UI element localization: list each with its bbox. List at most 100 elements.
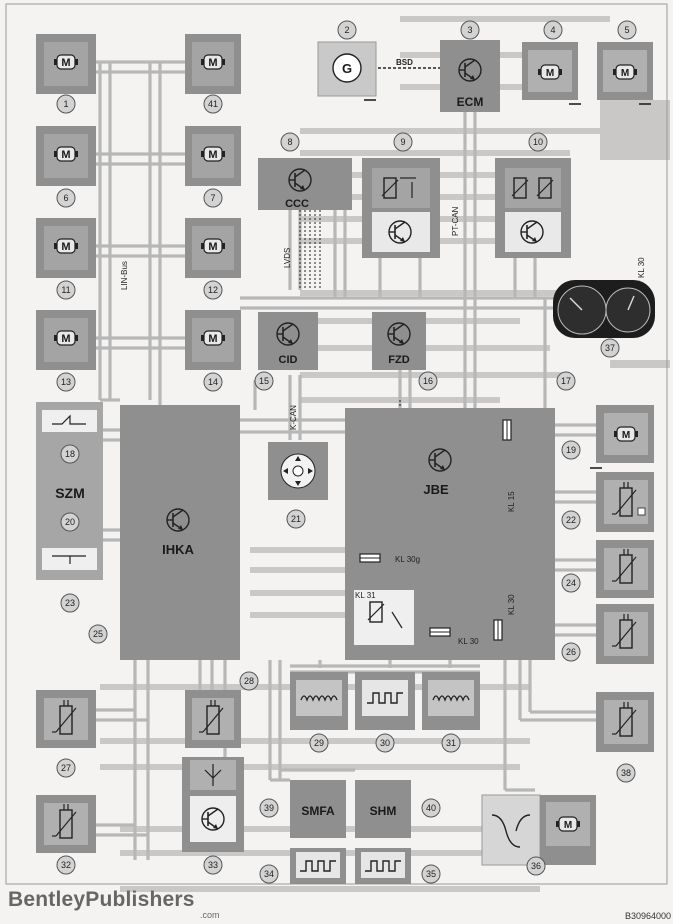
motor-36-symbol: M <box>564 820 572 831</box>
component-36: M <box>481 794 596 866</box>
callout-15: 15 <box>259 376 269 386</box>
publisher-logo: BentleyPublishers <box>8 888 195 911</box>
motor-5: M <box>597 42 653 105</box>
sensor-27 <box>36 690 96 748</box>
wiring-harness <box>96 60 596 860</box>
kl30g-label: KL 30g <box>395 555 420 564</box>
callout-26: 26 <box>566 647 576 657</box>
kl30-fuse-label: KL 30 <box>507 594 516 615</box>
ihka-module: IHKA <box>120 405 240 660</box>
publisher-logo-suffix: .com <box>200 910 220 920</box>
sensor-32 <box>36 795 96 853</box>
callout-7: 7 <box>210 193 215 203</box>
callout-labels: 1 2 3 4 5 6 7 8 9 10 11 12 13 14 15 16 1… <box>61 25 631 879</box>
ihka-label: IHKA <box>162 542 194 557</box>
callout-22: 22 <box>566 515 576 525</box>
sensor-22 <box>596 472 654 532</box>
motor-14-symbol: M <box>208 333 217 345</box>
component-31 <box>422 672 480 730</box>
generator-symbol: G <box>342 61 352 76</box>
sensor-24 <box>596 540 654 598</box>
motor-19-symbol: M <box>622 430 630 441</box>
ecm-module: ECM <box>440 40 500 112</box>
cluster-kl30-label: KL 30 <box>637 257 646 278</box>
fzd-module: FZD <box>372 312 426 370</box>
motor-12-symbol: M <box>208 241 217 253</box>
cid-module: CID <box>258 312 318 370</box>
callout-21: 21 <box>291 514 301 524</box>
instrument-cluster <box>553 280 655 338</box>
callout-39: 39 <box>264 803 274 813</box>
callout-12: 12 <box>208 285 218 295</box>
motor-13-symbol: M <box>61 333 70 345</box>
callout-40: 40 <box>426 803 436 813</box>
callout-33: 33 <box>208 860 218 870</box>
ccc-module: CCC <box>258 158 352 210</box>
callout-27: 27 <box>61 763 71 773</box>
motor-11: M <box>36 218 96 278</box>
motor-1-symbol: M <box>61 57 70 69</box>
callout-20: 20 <box>65 517 75 527</box>
callout-37: 37 <box>605 343 615 353</box>
callout-23: 23 <box>65 598 75 608</box>
callout-5: 5 <box>624 25 629 35</box>
generator-2: G <box>317 41 377 101</box>
motor-12: M <box>185 218 241 278</box>
callout-17: 17 <box>561 376 571 386</box>
k-can-label: K-CAN <box>289 405 298 430</box>
motor-11-symbol: M <box>61 241 70 253</box>
kl31-label: KL 31 <box>355 591 376 600</box>
callout-11: 11 <box>61 285 70 295</box>
motor-14: M <box>185 310 241 370</box>
callout-28: 28 <box>244 676 254 686</box>
callout-25: 25 <box>93 629 103 639</box>
motor-1: M <box>36 34 96 94</box>
smfa-module: SMFA <box>290 780 346 838</box>
callout-numbers <box>56 20 637 884</box>
callout-1: 1 <box>63 99 68 109</box>
callout-8: 8 <box>287 137 292 147</box>
motor-5-symbol: M <box>621 68 629 79</box>
component-34 <box>290 848 346 884</box>
motor-4: M <box>522 42 582 105</box>
module-9 <box>362 158 440 258</box>
motor-19: M <box>589 405 654 469</box>
callout-35: 35 <box>426 869 436 879</box>
callout-30: 30 <box>380 738 390 748</box>
motor-6: M <box>36 126 96 186</box>
callout-2: 2 <box>344 25 349 35</box>
callout-10: 10 <box>533 137 543 147</box>
component-29 <box>290 672 348 730</box>
callout-38: 38 <box>621 768 631 778</box>
component-33 <box>182 757 244 852</box>
callout-32: 32 <box>61 860 71 870</box>
controller-21 <box>268 442 328 500</box>
callout-16: 16 <box>423 376 433 386</box>
callout-18: 18 <box>65 449 75 459</box>
lvds-label: LVDS <box>283 248 292 268</box>
motor-6-symbol: M <box>61 149 70 161</box>
fzd-label: FZD <box>388 354 409 366</box>
cid-label: CID <box>279 354 298 366</box>
motor-7: M <box>185 126 241 186</box>
callout-41: 41 <box>208 99 218 109</box>
component-30 <box>355 672 415 730</box>
ecm-label: ECM <box>457 95 484 109</box>
callout-36: 36 <box>531 861 541 871</box>
motor-13: M <box>36 310 96 370</box>
callout-13: 13 <box>61 377 71 387</box>
callout-4: 4 <box>550 25 555 35</box>
motor-41-symbol: M <box>208 57 217 69</box>
callout-3: 3 <box>467 25 472 35</box>
callout-19: 19 <box>566 445 576 455</box>
component-35 <box>355 848 411 884</box>
figure-code: B30964000 <box>624 911 671 921</box>
kl30-relay-label: KL 30 <box>458 637 479 646</box>
callout-31: 31 <box>446 738 456 748</box>
szm-label: SZM <box>55 485 85 501</box>
shm-module: SHM <box>355 780 411 838</box>
callout-6: 6 <box>63 193 68 203</box>
jbe-module: JBE <box>345 408 555 660</box>
module-10 <box>495 158 571 258</box>
